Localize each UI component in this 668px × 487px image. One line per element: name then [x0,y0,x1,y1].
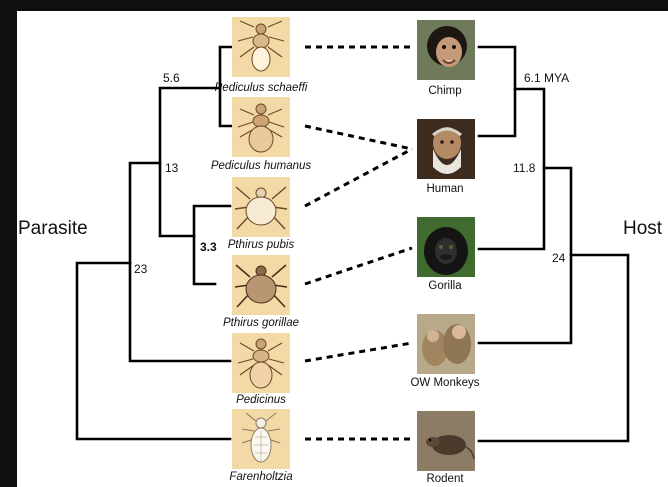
node-age-label: 3.3 [200,240,217,254]
parasite-name: Pediculus humanus [196,160,326,172]
parasite-name: Pthirus gorillae [196,317,326,329]
association-gorillae-gorilla [305,248,412,284]
node-age-label: 23 [134,262,147,276]
human-portrait [417,119,475,179]
node-age-label: 5.6 [163,71,180,85]
host-name: OW Monkeys [390,377,500,389]
host-name: Rodent [390,473,500,485]
louse-image [232,333,290,393]
host-name: Chimp [390,85,500,97]
association-humanus-human [305,126,412,149]
cophylogeny-trees [17,11,668,487]
parasite-branch-farenholtzia [77,263,230,439]
association-pedicinus-monkeys [305,343,412,361]
host-title: Host [623,218,662,240]
parasite-name: Farenholtzia [196,471,326,483]
louse-image [232,177,290,237]
host-branch-rodent [479,255,628,441]
louse-image [232,409,290,469]
node-age-label: 6.1 MYA [524,71,569,85]
parasite-name: Pedicinus [196,394,326,406]
gorilla-photo [417,217,475,277]
louse-image [232,97,290,157]
node-age-label: 13 [165,161,178,175]
phylogeny-figure: Parasite Host [17,11,668,487]
association-pubis-human [305,149,412,206]
rodent-photo [417,411,475,471]
louse-image [232,17,290,77]
louse-image [232,255,290,315]
parasite-name: Pediculus schaeffi [196,82,326,94]
chimp-photo [417,20,475,80]
node-age-label: 11.8 [513,161,535,175]
host-name: Gorilla [390,280,500,292]
parasite-title: Parasite [18,218,88,240]
monkeys-photo [417,314,475,374]
host-name: Human [390,183,500,195]
node-age-label: 24 [552,251,565,265]
